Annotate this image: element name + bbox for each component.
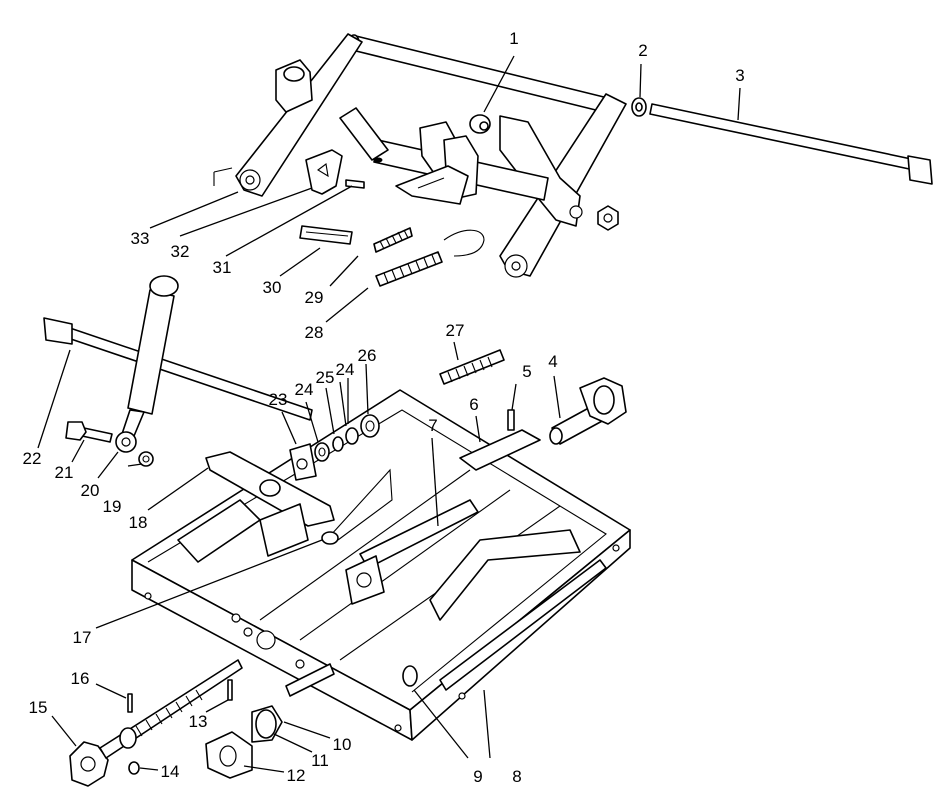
leader-lines	[37, 55, 741, 773]
callout-33: 33	[131, 229, 150, 248]
callout-2: 2	[638, 41, 647, 60]
callout-24a: 24	[295, 380, 314, 399]
callout-12: 12	[287, 766, 306, 785]
lower-front-parts	[69, 659, 335, 787]
top-cross-tube	[351, 35, 617, 115]
clip-14	[128, 761, 140, 775]
post-9	[402, 665, 418, 687]
callout-28: 28	[305, 323, 324, 342]
callout-22: 22	[23, 449, 42, 468]
washer-24b	[345, 427, 359, 445]
callout-16: 16	[71, 669, 90, 688]
callout-29: 29	[305, 288, 324, 307]
block-30	[299, 225, 353, 245]
collar-11	[255, 709, 277, 739]
callout-labels: 1 2 3 4 5 6 7 8 9 10 11 12 13 14 15 16 1…	[23, 29, 745, 786]
callout-25: 25	[316, 368, 335, 387]
rod-22-end-tab	[43, 317, 73, 345]
callout-18: 18	[129, 513, 148, 532]
front-wall-hole	[231, 613, 241, 623]
inner-slide-rail	[439, 559, 607, 691]
callout-26: 26	[358, 346, 377, 365]
screw-5	[507, 409, 515, 431]
left-link-arm	[235, 33, 363, 197]
washer-26	[360, 414, 380, 438]
callout-15: 15	[29, 698, 48, 717]
callout-1: 1	[509, 29, 518, 48]
callout-24b: 24	[336, 360, 355, 379]
washer-25	[332, 436, 344, 452]
callout-10: 10	[333, 735, 352, 754]
small-block-31	[345, 179, 365, 189]
callout-9: 9	[473, 767, 482, 786]
hanging-bar	[339, 107, 389, 161]
left-mounting-plate	[259, 503, 309, 557]
slotted-plate	[395, 165, 469, 205]
pin-13	[227, 679, 233, 701]
rod-3-end-tab	[907, 155, 933, 185]
angled-bracket	[429, 529, 581, 621]
pin-16	[127, 693, 133, 713]
bent-rod-17	[329, 468, 393, 541]
ring-19	[138, 451, 154, 467]
spring-28	[375, 251, 443, 287]
bracket-32	[305, 149, 343, 195]
bolt-21	[81, 427, 113, 443]
callout-7: 7	[428, 416, 437, 435]
gas-spring-top-eye	[149, 275, 179, 297]
callout-14: 14	[161, 762, 180, 781]
left-side-parts	[43, 275, 313, 467]
callout-21: 21	[55, 463, 74, 482]
callout-4: 4	[548, 352, 557, 371]
upper-linkage-assembly	[213, 33, 933, 287]
callout-20: 20	[81, 481, 100, 500]
plate-6	[459, 429, 541, 471]
washer-24a	[314, 442, 330, 462]
spring-hook-link	[443, 229, 485, 257]
callout-27: 27	[446, 321, 465, 340]
callout-13: 13	[189, 712, 208, 731]
callout-17: 17	[73, 628, 92, 647]
callout-11: 11	[311, 751, 329, 770]
callout-6: 6	[469, 395, 478, 414]
base-frame-assembly	[131, 349, 631, 741]
spring-27	[439, 349, 505, 385]
callout-19: 19	[103, 497, 122, 516]
rod-3	[649, 103, 917, 171]
callout-8: 8	[512, 767, 521, 786]
callout-23: 23	[269, 390, 288, 409]
callout-5: 5	[522, 362, 531, 381]
spring-29	[373, 227, 413, 253]
front-strip	[285, 663, 335, 697]
callout-31: 31	[213, 258, 232, 277]
callout-32: 32	[171, 242, 190, 261]
callout-30: 30	[263, 278, 282, 297]
callout-3: 3	[735, 66, 744, 85]
right-upper-bracket	[499, 115, 581, 227]
small-plate-33	[213, 167, 233, 186]
